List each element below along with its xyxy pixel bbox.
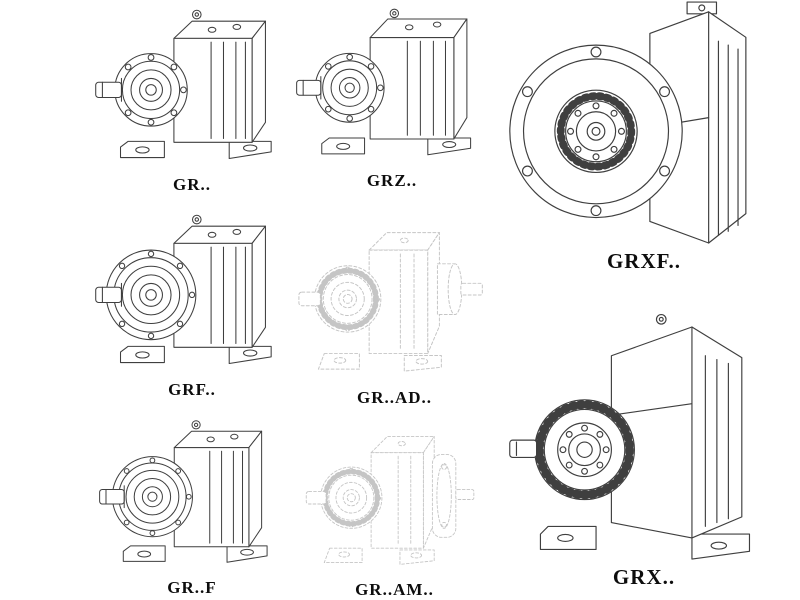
gearbox-drawing-gr-f — [99, 420, 268, 563]
model-label-grxf: GRXF.. — [606, 249, 682, 273]
gearbox-drawing-gr-ad — [297, 232, 483, 372]
gearbox-drawing-grf — [94, 214, 272, 365]
catalog-item-gr-am: GR..AM.. — [292, 413, 497, 598]
model-label-gr: GR.. — [173, 175, 211, 194]
catalog-item-grxf: GRXF.. — [498, 0, 790, 298]
gearbox-drawing-gr — [94, 9, 272, 160]
catalog-item-grx: GRX.. — [498, 300, 790, 598]
gearbox-drawing-gr-am — [305, 435, 474, 565]
model-label-gr-am: GR..AM.. — [355, 580, 434, 599]
catalog-item-gr-ad: GR..AD.. — [292, 207, 497, 410]
gearbox-drawing-grxf — [509, 1, 747, 244]
model-label-gr-ad: GR..AD.. — [356, 388, 433, 407]
catalog-item-grz: GRZ.. — [292, 2, 492, 205]
catalog-item-gr-f: GR..F — [86, 413, 298, 598]
model-label-grx: GRX.. — [612, 565, 676, 589]
gearbox-drawing-grx — [509, 313, 751, 560]
catalog-item-grf: GRF.. — [86, 207, 298, 410]
gearbox-drawing-grz — [296, 8, 472, 156]
model-label-grf: GRF.. — [168, 380, 216, 399]
model-label-grz: GRZ.. — [366, 171, 418, 190]
model-label-gr-f: GR..F — [167, 578, 217, 597]
catalog-item-gr: GR.. — [86, 2, 298, 205]
